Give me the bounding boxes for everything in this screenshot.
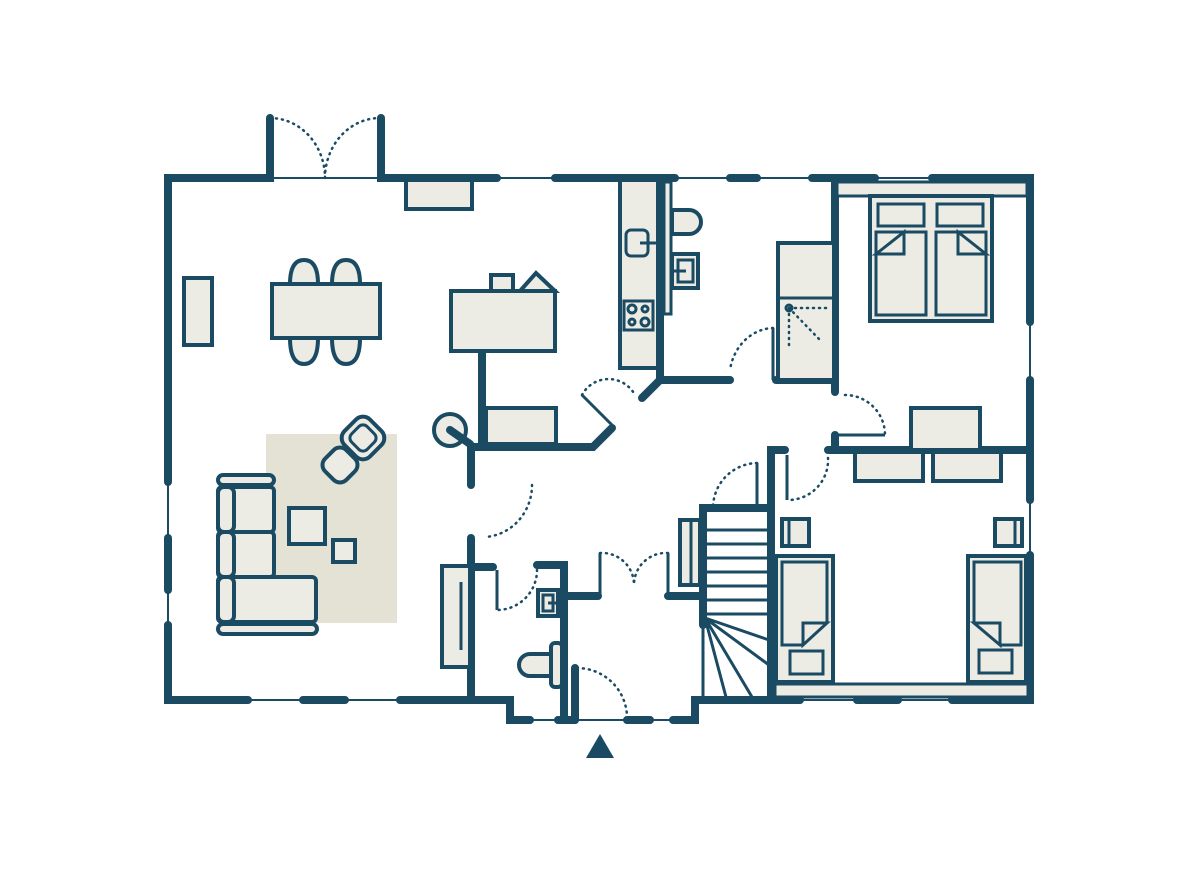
- stairs: [678, 518, 770, 698]
- ottoman: [320, 445, 360, 485]
- plan-line: [575, 666, 629, 722]
- plan-line: [627, 317, 637, 327]
- plan-line: [216, 530, 236, 579]
- plan-line: [216, 575, 236, 624]
- shelf: [835, 180, 1029, 198]
- plan-line: [598, 551, 670, 587]
- master-bedroom: [835, 180, 1029, 483]
- cabinet: [182, 276, 214, 347]
- plan-line: [640, 304, 650, 314]
- door-swings: [268, 116, 887, 722]
- plan-line: [785, 456, 830, 502]
- plan-line: [268, 116, 383, 180]
- nightstand: [780, 517, 811, 548]
- bath-panel: [662, 180, 673, 316]
- bench: [484, 406, 558, 446]
- desk-item: [489, 273, 515, 293]
- sideboard: [404, 178, 474, 211]
- plan-line: [639, 316, 651, 328]
- coffee-table: [287, 506, 327, 546]
- dining-table: [270, 282, 382, 340]
- children-bedrooms: [773, 517, 1030, 699]
- dresser: [909, 406, 982, 452]
- toilet: [670, 208, 703, 236]
- plan-line: [711, 461, 759, 510]
- kitchen-counter: [618, 178, 660, 370]
- desk: [449, 289, 557, 353]
- living-dining-furniture: [182, 178, 561, 669]
- pillow: [977, 648, 1014, 675]
- plan-line: [843, 393, 887, 437]
- plan-line: [495, 568, 539, 612]
- plan-line: [580, 393, 614, 427]
- bathroom: [662, 180, 836, 382]
- wardrobe: [440, 564, 472, 669]
- guest-wc: [517, 588, 564, 689]
- plan-line: [701, 528, 770, 698]
- entrance-arrow-icon: [586, 734, 614, 758]
- nightstand: [993, 517, 1024, 548]
- armchair-cushion: [348, 423, 378, 453]
- plan-line: [728, 326, 775, 372]
- pillow: [935, 202, 985, 228]
- side-table: [331, 538, 357, 564]
- pillow: [788, 649, 825, 676]
- plan-line: [549, 641, 564, 689]
- chair: [287, 257, 321, 286]
- plan-line: [934, 228, 991, 317]
- plan-line: [780, 560, 831, 649]
- dresser: [931, 450, 1003, 483]
- sofa-arm: [216, 473, 276, 487]
- pillow: [876, 202, 926, 228]
- chair: [329, 257, 363, 286]
- sofa-arm: [216, 622, 319, 636]
- kitchen: [618, 178, 660, 370]
- desk-lamp: [515, 270, 561, 293]
- plan-line: [598, 553, 670, 596]
- exterior-walls: [164, 114, 1034, 724]
- plan-line: [784, 303, 794, 313]
- chair: [329, 336, 363, 367]
- plan-line: [483, 483, 534, 539]
- plan-line: [446, 426, 474, 448]
- plan-line: [969, 560, 1023, 649]
- plan-line: [787, 306, 828, 348]
- chair: [287, 336, 321, 367]
- plan-line: [580, 377, 637, 397]
- plan-line: [216, 485, 236, 534]
- shelf: [773, 682, 1030, 699]
- plan-line: [871, 228, 928, 317]
- dresser: [853, 450, 925, 483]
- toilet: [517, 652, 555, 678]
- plan-line: [626, 303, 638, 315]
